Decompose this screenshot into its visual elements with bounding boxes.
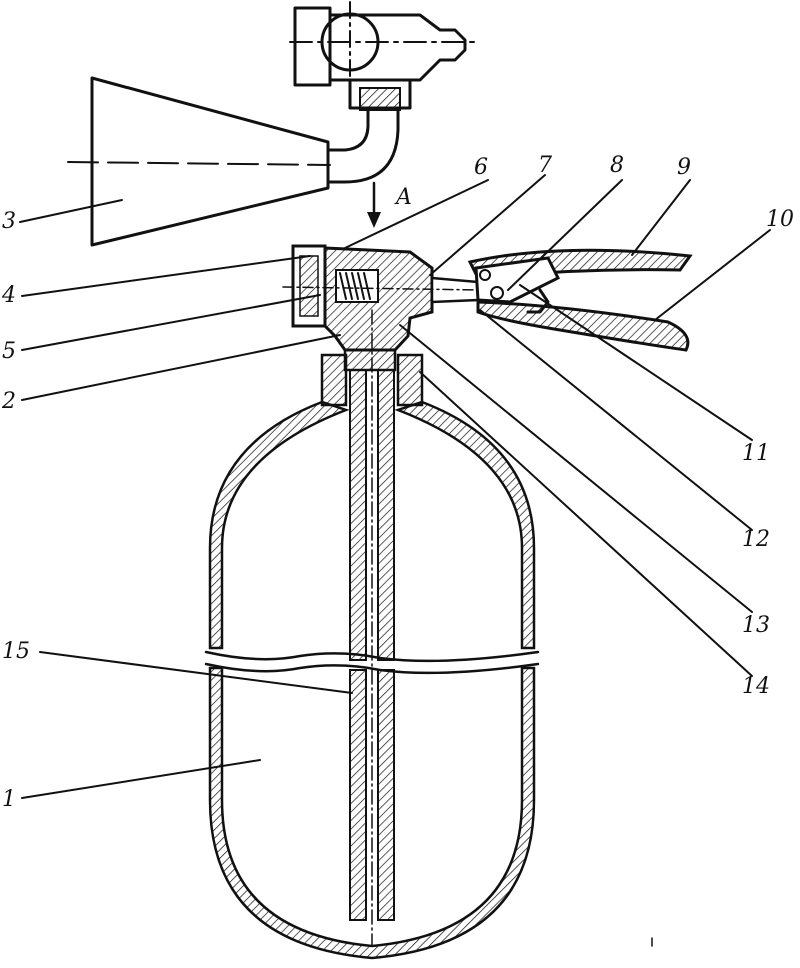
callout-13: 13 [742,613,770,638]
callout-12: 12 [742,527,770,552]
callout-9: 9 [677,155,691,180]
callout-15: 15 [2,639,30,664]
callout-4: 4 [1,283,16,308]
leader-lines [19,174,771,799]
callout-2: 2 [1,389,16,414]
bottle [204,353,540,960]
callout-6: 6 [474,155,488,180]
callout-10: 10 [766,207,794,232]
arrow-label: A [394,185,412,210]
callout-1: 1 [2,787,16,812]
callout-8: 8 [610,153,624,178]
view-a-detail [289,1,481,184]
horn-nozzle [67,76,331,247]
valve-head [282,244,481,372]
callout-5: 5 [2,339,16,364]
callout-3: 3 [2,209,16,234]
callout-14: 14 [742,674,770,699]
callout-7: 7 [538,153,552,178]
view-arrow: A [367,181,412,228]
callout-labels: 3 4 5 2 6 7 8 9 10 11 12 13 14 15 1 [1,153,794,812]
lever-handles [467,248,693,352]
callout-11: 11 [742,441,770,466]
siphon-tube [349,309,395,946]
